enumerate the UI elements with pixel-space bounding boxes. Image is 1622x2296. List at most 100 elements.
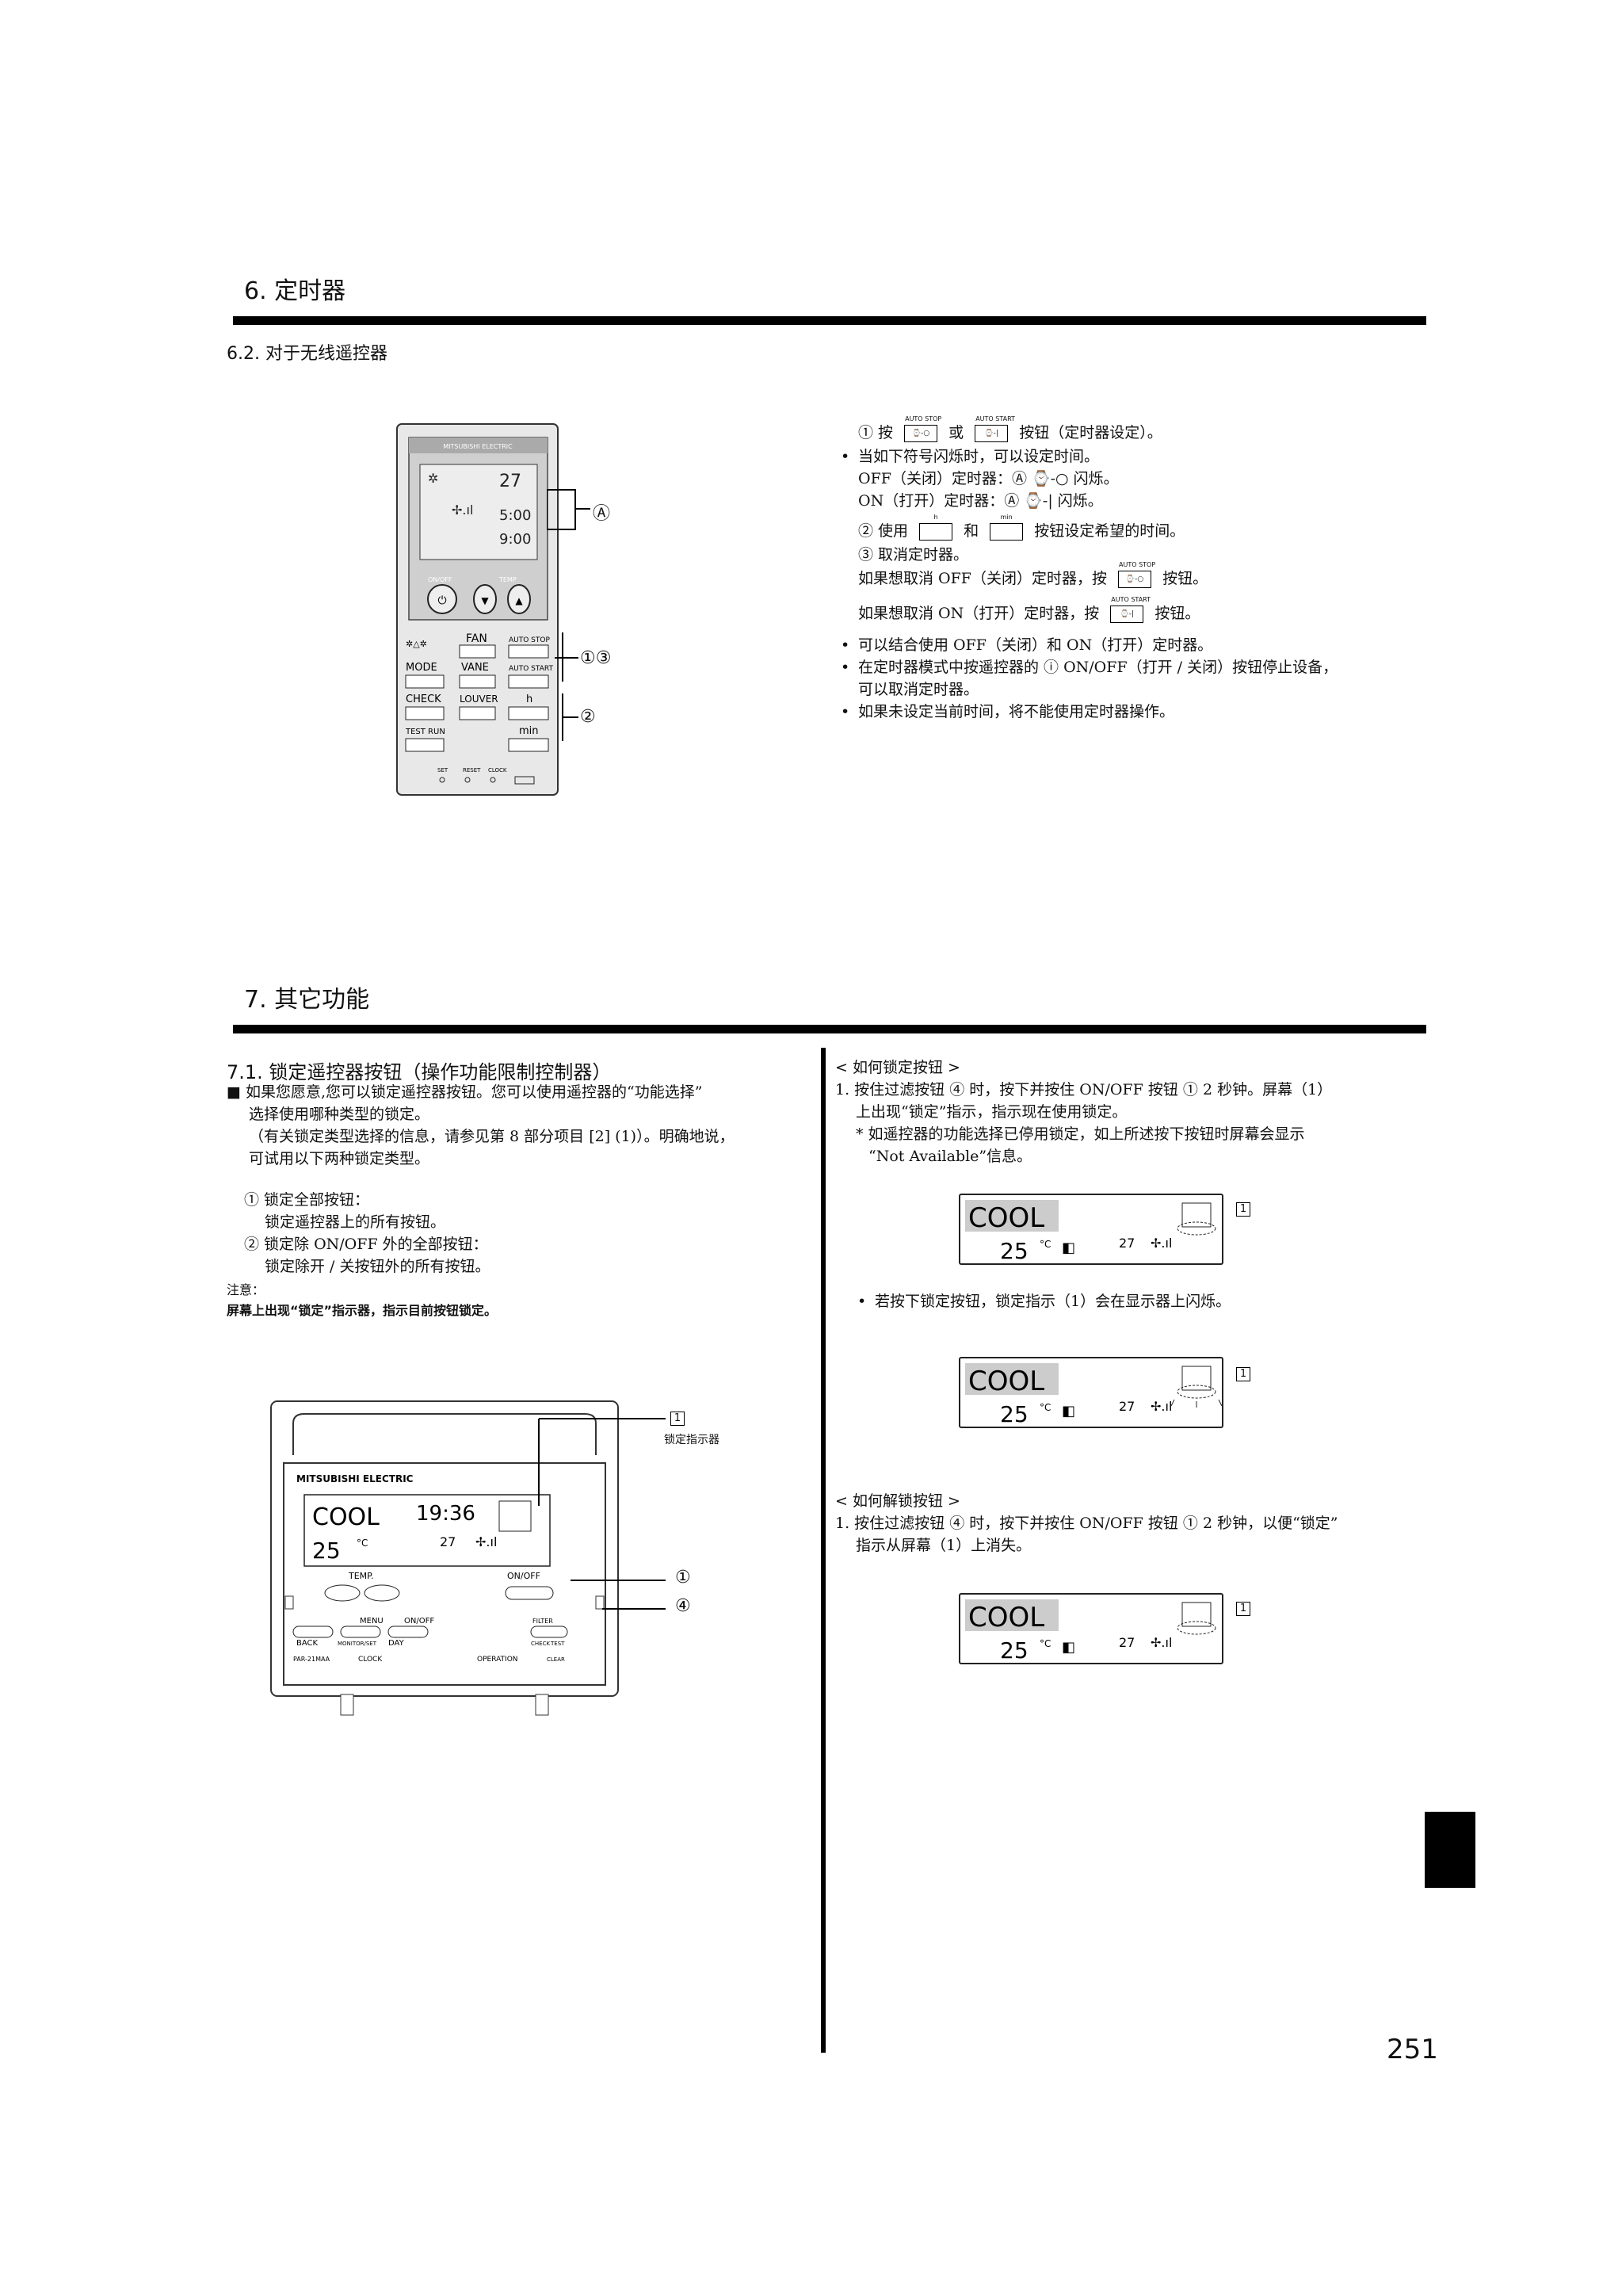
section6-subtitle: 6.2. 对于无线遥控器 xyxy=(227,344,387,364)
section7-rule xyxy=(233,1025,1426,1033)
s6-cancel-off-b: 按钮。 xyxy=(1162,570,1208,587)
svg-text:25: 25 xyxy=(1000,1637,1029,1663)
s6-no-clock: 如果未设定当前时间，将不能使用定时器操作。 xyxy=(841,701,1174,723)
page-number: 251 xyxy=(1387,2034,1438,2065)
svg-text:✢.ıl: ✢.ıl xyxy=(475,1534,497,1549)
svg-text:▲: ▲ xyxy=(515,595,523,606)
s6-off-timer: OFF（关闭）定时器：Ⓐ ⌚-○ 闪烁。 xyxy=(858,470,1119,487)
lcd-locked-svg: COOL 25 °C ◧ 27 ✢.ıl xyxy=(965,1200,1216,1264)
column-divider xyxy=(821,1048,826,2053)
unlock-step-1: 1. 按住过滤按钮 ④ 时，按下并按住 ON/OFF 按钮 ① 2 秒钟，以便“… xyxy=(835,1515,1338,1532)
svg-text:25: 25 xyxy=(1000,1238,1029,1263)
s6-step1-b: 按钮（定时器设定）。 xyxy=(1019,424,1162,441)
svg-text:▼: ▼ xyxy=(481,595,489,606)
wireless-remote-illustration: MITSUBISHI ELECTRIC ✲ 27 ✢.ıl 5:00 9:00 … xyxy=(396,423,559,796)
remote-clock: CLOCK xyxy=(488,767,507,774)
s6-step1-or: 或 xyxy=(948,424,964,441)
remote-test-run: TEST RUN xyxy=(405,728,445,736)
lcd-locked-callout: 1 xyxy=(1236,1200,1250,1217)
wired-lcd-set-temp: 25 xyxy=(312,1538,341,1564)
wireless-remote-svg: MITSUBISHI ELECTRIC ✲ 27 ✢.ıl 5:00 9:00 … xyxy=(396,423,559,796)
lcd-unlocked: COOL 25 °C ◧ 27 ✢.ıl xyxy=(959,1593,1223,1664)
remote-callout-2: ② xyxy=(580,707,596,727)
svg-text:25: 25 xyxy=(1000,1401,1029,1427)
wired-lcd-unit: °C xyxy=(357,1538,368,1549)
s6-blink: 当如下符号闪烁时，可以设定时间。 xyxy=(841,445,1099,468)
s6-step2-and: 和 xyxy=(964,522,979,540)
wired-test: TEST xyxy=(550,1641,565,1647)
unlock-step-1b: 指示从屏幕（1）上消失。 xyxy=(856,1537,1032,1554)
svg-text:COOL: COOL xyxy=(968,1366,1044,1397)
s6-step2-b: 按钮设定希望的时间。 xyxy=(1034,522,1185,540)
wired-clock: CLOCK xyxy=(358,1656,383,1664)
lcd-unlocked-callout: 1 xyxy=(1236,1599,1250,1616)
wired-lcd-room-temp: 27 xyxy=(440,1534,456,1549)
wired-remote-svg: MITSUBISHI ELECTRIC COOL 19:36 25 °C 27 … xyxy=(270,1400,619,1716)
svg-text:✲: ✲ xyxy=(428,471,438,486)
s7-intro-1: ■ 如果您愿意,您可以锁定遥控器按钮。您可以使用遥控器的“功能选择” xyxy=(227,1083,703,1101)
lock-note: * 如遥控器的功能选择已停用锁定，如上所述按下按钮时屏幕会显示 xyxy=(856,1125,1305,1143)
wired-lock-callout: 1 xyxy=(670,1409,685,1426)
s6-step2-a: ② 使用 xyxy=(858,522,909,540)
wired-day: DAY xyxy=(388,1639,405,1648)
section7-title: 7. 其它功能 xyxy=(244,986,370,1014)
s7-note-text: 屏幕上出现“锁定”指示器，指示目前按钮锁定。 xyxy=(227,1303,498,1318)
wired-back: BACK xyxy=(296,1639,319,1648)
remote-h: h xyxy=(526,693,532,705)
wired-remote-illustration: MITSUBISHI ELECTRIC COOL 19:36 25 °C 27 … xyxy=(269,1400,620,1725)
svg-text:COOL: COOL xyxy=(968,1202,1044,1234)
wired-lcd-time: 19:36 xyxy=(416,1502,475,1526)
svg-text:COOL: COOL xyxy=(968,1602,1044,1633)
svg-text:✢.ıl: ✢.ıl xyxy=(1151,1236,1172,1251)
remote-callout-a: Ⓐ xyxy=(593,504,611,524)
btn-auto-start-icon: AUTO START⌚-| xyxy=(975,415,1015,442)
wired-onoff2: ON/OFF xyxy=(404,1617,434,1626)
s7-lock-except: ② 锁定除 ON/OFF 外的全部按钮： xyxy=(244,1236,488,1253)
svg-text:27: 27 xyxy=(1119,1635,1135,1650)
wired-brand: MITSUBISHI ELECTRIC xyxy=(296,1473,414,1484)
btn-auto-stop-icon: AUTO STOP⌚-○ xyxy=(904,415,941,442)
s7-lock-all-desc: 锁定遥控器上的所有按钮。 xyxy=(265,1213,446,1231)
wired-onoff-label: ON/OFF xyxy=(507,1571,540,1581)
svg-text:27: 27 xyxy=(1119,1236,1135,1251)
remote-min: min xyxy=(519,725,539,737)
remote-louver: LOUVER xyxy=(460,693,498,705)
s7-lock-except-desc: 锁定除开 / 关按钮外的所有按钮。 xyxy=(265,1258,490,1275)
btn-h-icon: h xyxy=(919,514,953,541)
remote-fan: FAN xyxy=(466,632,487,645)
flash-note: 若按下锁定按钮，锁定指示（1）会在显示器上闪烁。 xyxy=(857,1290,1231,1312)
s6-step3: ③ 取消定时器。 xyxy=(858,546,969,563)
svg-text:°C: °C xyxy=(1040,1239,1051,1250)
s6-cancel-off: 如果想取消 OFF（关闭）定时器，按 xyxy=(858,570,1107,587)
svg-text:°C: °C xyxy=(1040,1402,1051,1413)
wired-callout-1: ① xyxy=(675,1568,691,1587)
lock-heading: < 如何锁定按钮 > xyxy=(835,1059,960,1076)
lock-step-1: 1. 按住过滤按钮 ④ 时，按下并按住 ON/OFF 按钮 ① 2 秒钟。屏幕（… xyxy=(835,1081,1333,1098)
remote-time1: 5:00 xyxy=(499,507,531,524)
remote-callout-13: ①③ xyxy=(580,648,612,668)
wired-check: CHECK xyxy=(531,1641,550,1647)
svg-text:✢.ıl: ✢.ıl xyxy=(1151,1399,1172,1414)
section6-rule xyxy=(233,316,1426,325)
remote-mode: MODE xyxy=(406,662,437,674)
svg-text:◧: ◧ xyxy=(1062,1240,1075,1256)
wired-callout-4: ④ xyxy=(675,1596,691,1616)
wired-menu: MENU xyxy=(360,1617,384,1626)
s7-lock-all: ① 锁定全部按钮： xyxy=(244,1191,370,1209)
lcd-flashing-svg: COOL 25 °C ◧ 27 ✢.ıl xyxy=(965,1363,1223,1427)
s6-cancel-by-onoff: 在定时器模式中按遥控器的 ⓘ ON/OFF（打开 / 关闭）按钮停止设备， xyxy=(841,656,1338,678)
remote-check: CHECK xyxy=(406,693,441,705)
lcd-flashing: COOL 25 °C ◧ 27 ✢.ıl xyxy=(959,1357,1223,1428)
wired-lcd-mode: COOL xyxy=(312,1503,380,1531)
wired-callout-lines xyxy=(538,1418,666,1610)
lcd-unlocked-svg: COOL 25 °C ◧ 27 ✢.ıl xyxy=(965,1599,1216,1664)
btn-auto-start-icon-2: AUTO START⌚-| xyxy=(1110,596,1151,623)
lock-step-1b: 上出现“锁定”指示，指示现在使用锁定。 xyxy=(856,1103,1128,1121)
svg-text:◧: ◧ xyxy=(1062,1403,1075,1419)
s6-cancel-on: 如果想取消 ON（打开）定时器，按 xyxy=(858,605,1100,622)
s6-cancel-by-onoff-2: 可以取消定时器。 xyxy=(858,681,979,698)
remote-reset: RESET xyxy=(463,767,481,774)
section6-title: 6. 定时器 xyxy=(244,277,346,305)
remote-temp-label: TEMP xyxy=(498,576,517,583)
wired-monitor: MONITOR/SET xyxy=(338,1641,377,1647)
